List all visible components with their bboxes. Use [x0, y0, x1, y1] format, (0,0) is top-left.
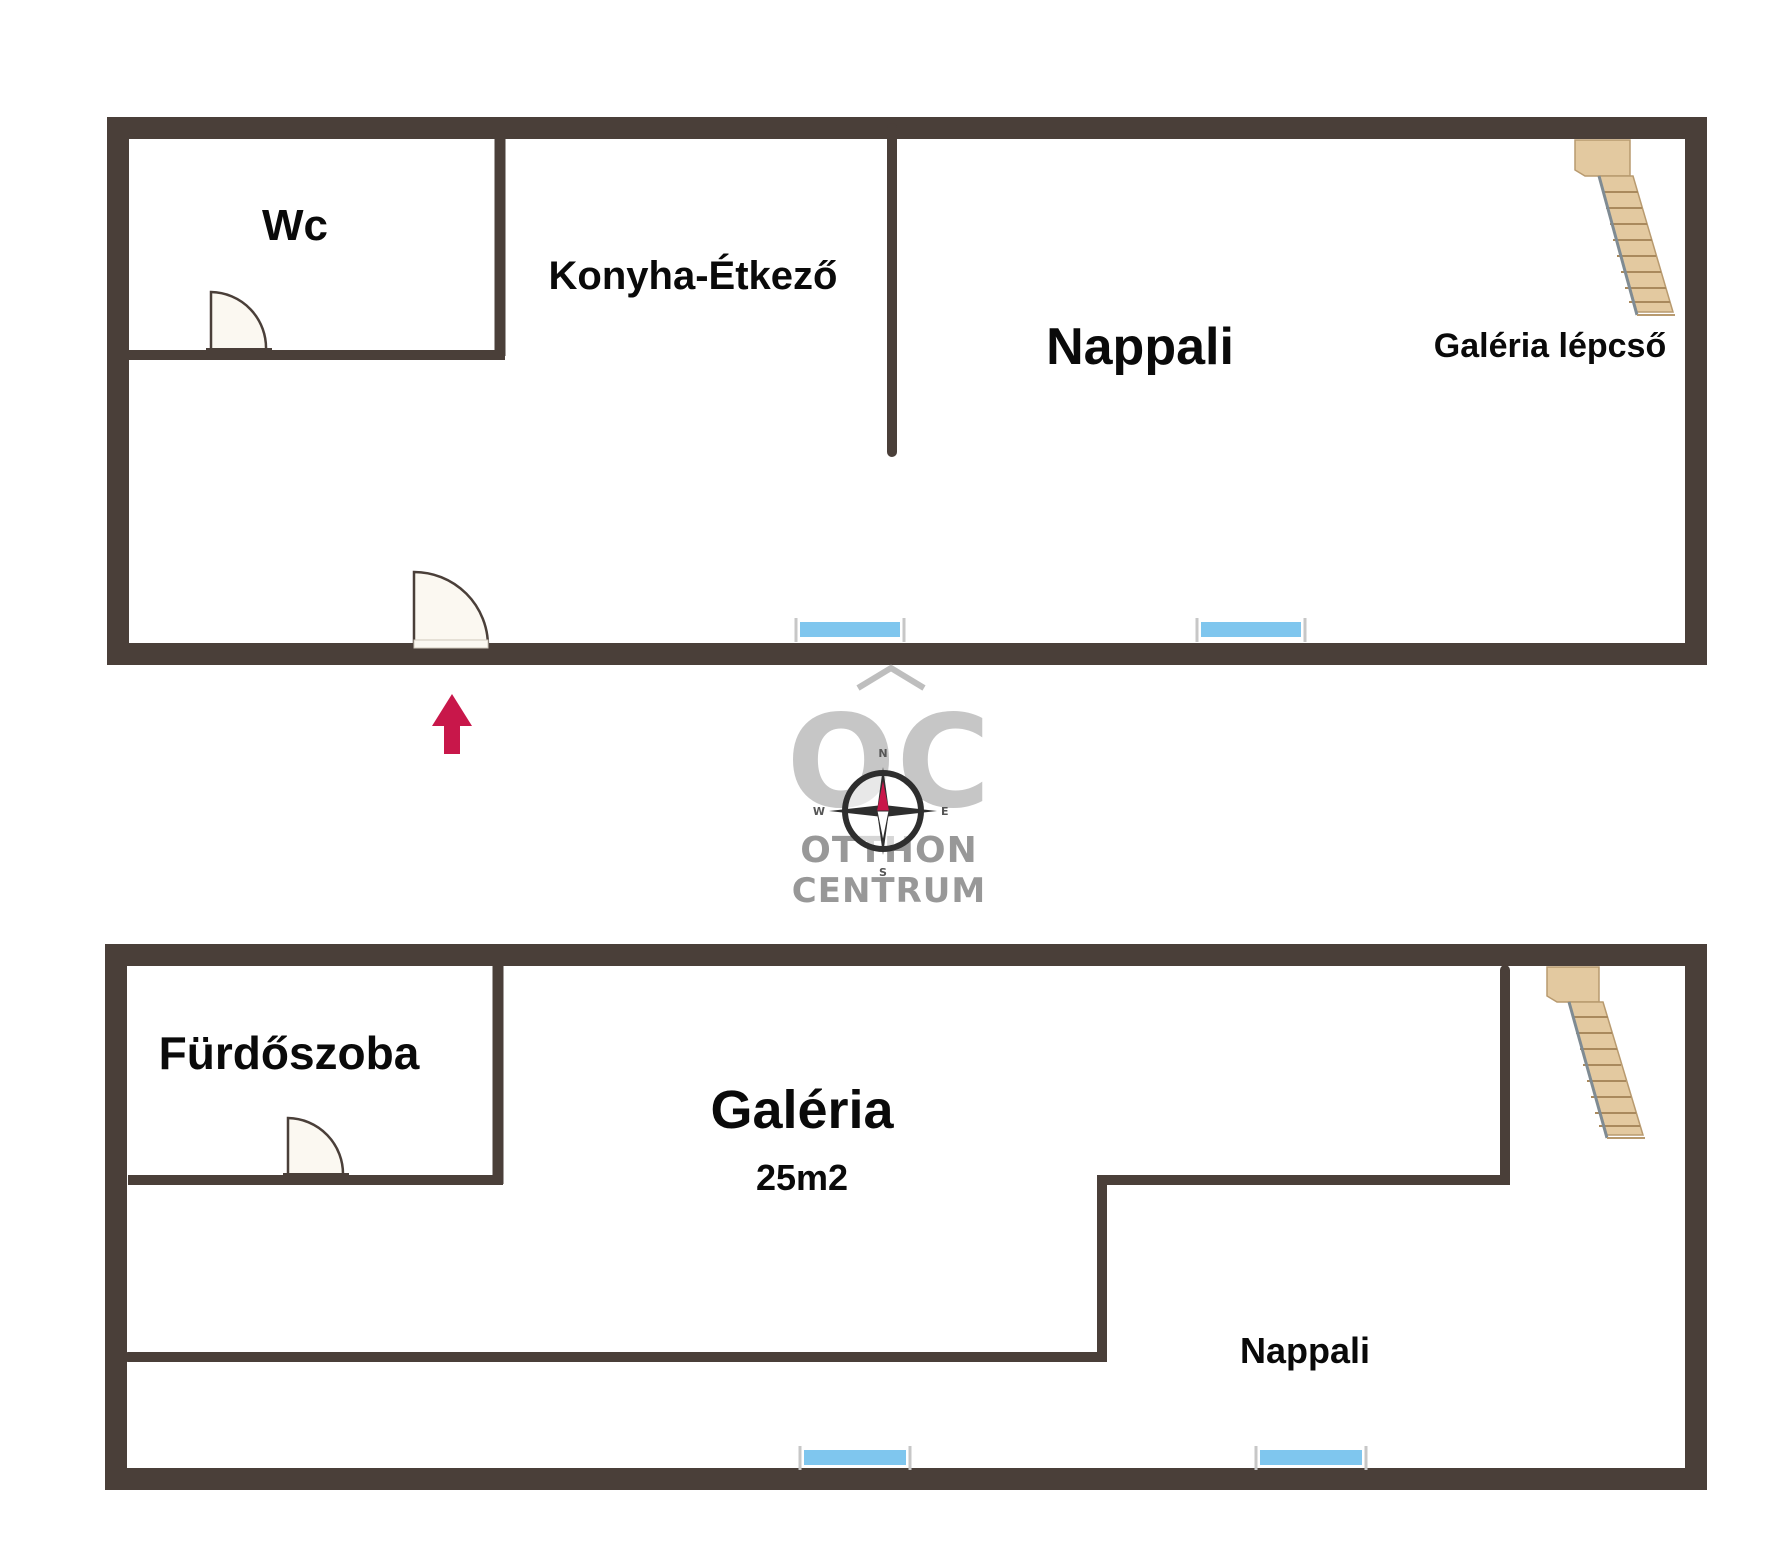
wc-label: Wc [262, 201, 328, 250]
compass-east: E [941, 805, 949, 818]
compass-south: S [879, 866, 887, 879]
upper-floor-outer-wall [105, 944, 1707, 1490]
upper-window-right-icon [1254, 1446, 1368, 1470]
bathroom-door-icon [283, 1116, 349, 1177]
watermark-line2: CENTRUM [792, 871, 986, 911]
bathroom-label: Fürdőszoba [159, 1027, 420, 1079]
kitchen-dining-label: Konyha-Étkező [549, 253, 838, 298]
compass-west: W [813, 805, 825, 818]
upper-window-left-icon [798, 1446, 912, 1470]
upper-floor: Fürdőszoba Galéria 25m2 Nappali [105, 944, 1707, 1490]
stairs-label: Galéria lépcső [1434, 327, 1666, 365]
ground-floor: Wc Konyha-Étkező Nappali Galéria lépcső [107, 117, 1707, 665]
ground-staircase-icon [1574, 139, 1675, 316]
ground-window-right-icon [1195, 618, 1307, 642]
upper-living-room-label: Nappali [1240, 1330, 1370, 1371]
ground-floor-outer-wall [107, 117, 1707, 665]
gallery-label: Galéria [710, 1080, 894, 1140]
ground-window-left-icon [794, 618, 906, 642]
entrance-arrow-icon [432, 694, 472, 754]
compass-rose-icon: N S E W [813, 747, 949, 879]
compass-north: N [878, 747, 887, 760]
gallery-area-label: 25m2 [756, 1157, 848, 1198]
gallery-edge-wall [123, 965, 1510, 1362]
wc-door-icon [206, 290, 272, 352]
entrance-door-icon [412, 570, 490, 649]
living-room-label: Nappali [1046, 318, 1234, 376]
upper-staircase-icon [1546, 966, 1645, 1139]
